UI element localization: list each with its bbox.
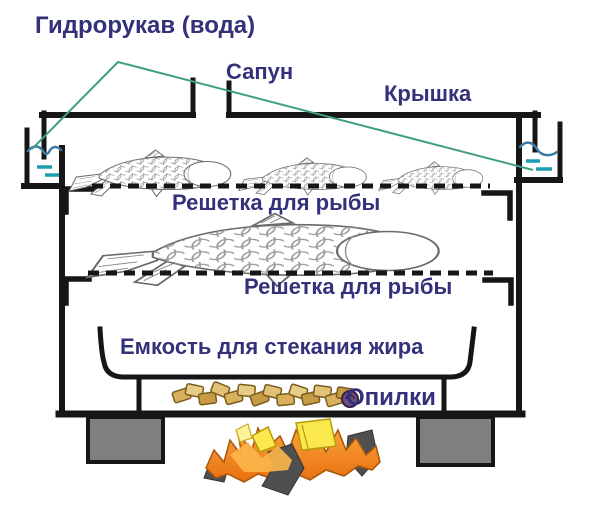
wood-chip bbox=[197, 391, 218, 406]
water-seal-right bbox=[514, 121, 563, 183]
label-fish-grate-bottom: Решетка для рыбы bbox=[244, 274, 453, 299]
burning-paper bbox=[251, 425, 277, 453]
fish-small-3 bbox=[378, 161, 484, 195]
dark-wood-chip bbox=[341, 390, 359, 408]
hydro-sleeve-pointer-line bbox=[31, 60, 534, 171]
label-fish-grate-top: Решетка для рыбы bbox=[172, 190, 381, 215]
label-sawdust: Опилки bbox=[346, 384, 436, 411]
grate-bottom-support-right bbox=[482, 277, 514, 306]
wood-chip bbox=[236, 383, 257, 398]
right-water-surface bbox=[518, 141, 559, 157]
grate-top-support-right bbox=[481, 190, 513, 221]
label-hydro-sleeve: Гидрорукав (вода) bbox=[35, 12, 256, 39]
flame-highlight bbox=[230, 442, 292, 472]
label-breather: Сапун bbox=[226, 59, 294, 84]
burning-paper bbox=[235, 423, 253, 443]
lid-assembly bbox=[39, 77, 541, 160]
fat-tray bbox=[97, 326, 477, 416]
label-fat-tray: Емкость для стекания жира bbox=[120, 334, 424, 359]
burning-paper-fold bbox=[301, 424, 309, 449]
label-lid: Крышка bbox=[384, 81, 472, 106]
fish-group bbox=[68, 149, 484, 288]
burning-paper bbox=[295, 418, 337, 451]
dark-wood-chip-ring bbox=[345, 394, 355, 400]
grate-top-support-left bbox=[63, 186, 104, 215]
grate-supports bbox=[63, 186, 514, 306]
left-leg bbox=[86, 415, 165, 464]
fire bbox=[203, 418, 381, 496]
grate-bottom-support-left bbox=[63, 276, 92, 306]
fat-tray-outline bbox=[97, 326, 477, 380]
wood-chip bbox=[312, 384, 333, 399]
sawdust-chips bbox=[171, 381, 359, 408]
right-leg bbox=[416, 415, 495, 467]
wood-chip bbox=[275, 392, 296, 407]
